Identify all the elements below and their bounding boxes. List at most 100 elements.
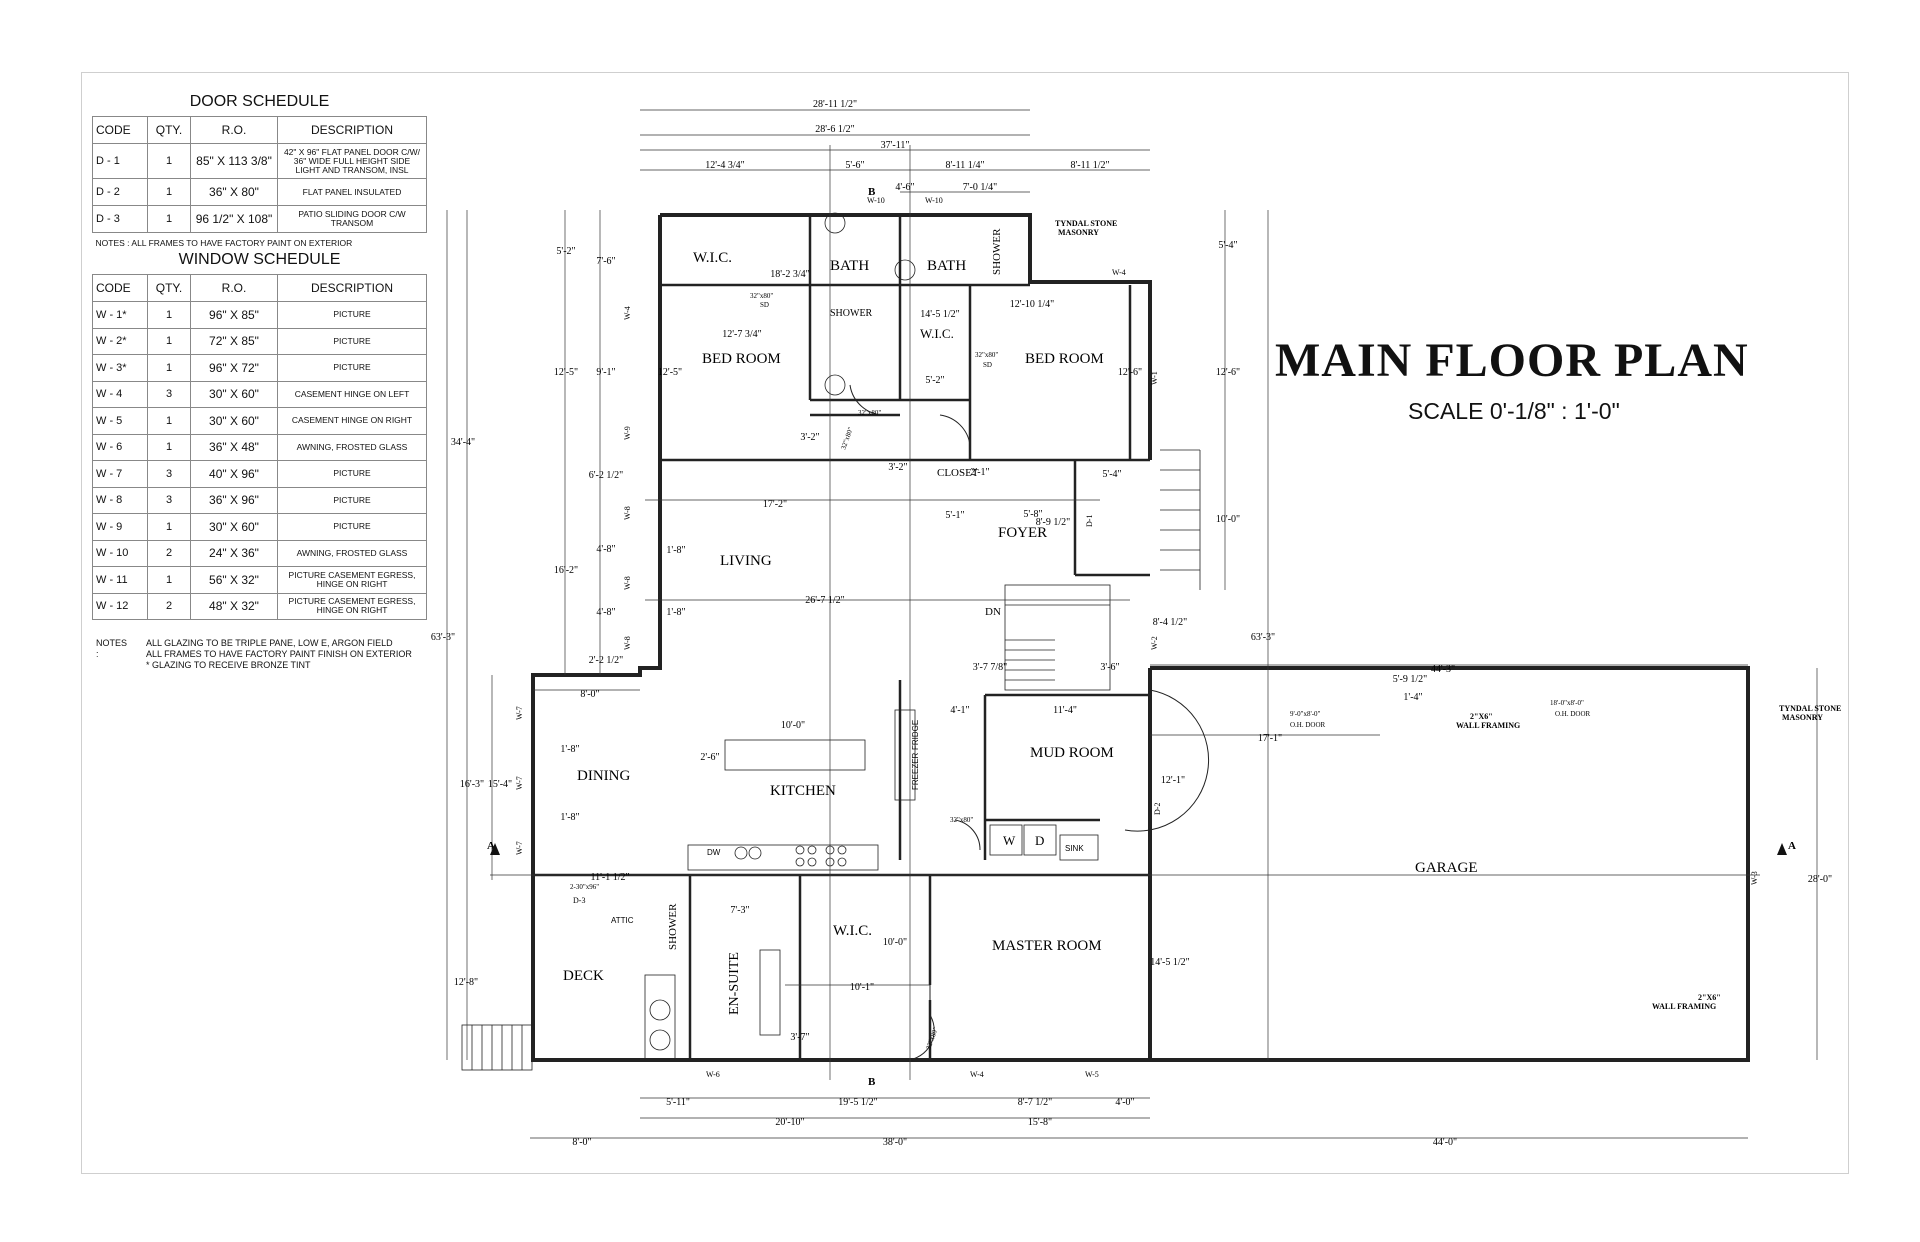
- col-description: DESCRIPTION: [277, 274, 427, 302]
- tag-w10b: W-10: [925, 196, 943, 205]
- dim-mud-3-6: 3'-6": [1100, 662, 1119, 673]
- dimension-text: 28'-11 1/2" 28'-6 1/2" 37'-11" 12'-4 3/4…: [431, 99, 1832, 1148]
- cell-ro: 40" X 96": [190, 460, 278, 488]
- dim-top-4d: 8'-11 1/2": [1070, 160, 1109, 171]
- dim-din-1-8a: 1'-8": [560, 744, 579, 755]
- room-shower-mid: SHOWER: [830, 308, 873, 319]
- cell-desc: FLAT PANEL INSULATED: [277, 178, 427, 206]
- room-wic-top: W.I.C.: [693, 250, 732, 266]
- appliance-dryer: D: [1035, 833, 1044, 848]
- cell-qty: 1: [147, 143, 191, 179]
- section-markers: A A B B: [487, 186, 1796, 1088]
- dim-wic-10-0: 10'-0": [883, 937, 907, 948]
- callout-tyndal-right-1: TYNDAL STONE: [1779, 704, 1841, 713]
- room-wic-mid: W.I.C.: [920, 326, 954, 341]
- dim-wic-14-5: 14'-5 1/2": [920, 309, 960, 320]
- dim-top-5b: 7'-0 1/4": [963, 182, 998, 193]
- section-b-top: B: [868, 186, 876, 198]
- cell-qty: 1: [147, 205, 191, 233]
- dim-3-2: 3'-2": [800, 432, 819, 443]
- table-row: D - 1 1 85" X 113 3/8" 42" X 96" FLAT PA…: [92, 143, 427, 179]
- cell-ro: 30" X 60": [190, 407, 278, 435]
- dim-1-8b: 1'-8": [666, 607, 685, 618]
- table-row: D - 2 1 36" X 80" FLAT PANEL INSULATED: [92, 178, 427, 206]
- callout-wall-framing-2a: 2"X6": [1698, 993, 1721, 1002]
- door-schedule-note: NOTES : ALL FRAMES TO HAVE FACTORY PAINT…: [95, 238, 353, 248]
- note-line: ALL GLAZING TO BE TRIPLE PANE, LOW E, AR…: [146, 638, 393, 648]
- callout-sd-right-a: 32"x80": [975, 351, 998, 359]
- dim-1-8a: 1'-8": [666, 545, 685, 556]
- callouts: TYNDAL STONE MASONRY TYNDAL STONE MASONR…: [1055, 219, 1841, 1011]
- cell-code: W - 8: [92, 486, 148, 514]
- cell-ro: 56" X 32": [190, 566, 278, 594]
- dim-b-44-0: 44'-0": [1433, 1137, 1457, 1148]
- notes-label: NOTES :: [96, 638, 128, 659]
- section-a-right: A: [1788, 840, 1796, 852]
- cell-desc: AWNING, FROSTED GLASS: [277, 433, 427, 461]
- dim-wic-10-1: 10'-1": [850, 982, 874, 993]
- dim-g-28-0: 28'-0": [1808, 874, 1832, 885]
- dim-top-4a: 12'-4 3/4": [705, 160, 745, 171]
- cell-qty: 1: [147, 433, 191, 461]
- col-description: DESCRIPTION: [277, 116, 427, 144]
- callout-tyndal-top-2: MASONRY: [1058, 228, 1099, 237]
- dim-ens-7-3: 7'-3": [730, 905, 749, 916]
- dim-b-38-0: 38'-0": [883, 1137, 907, 1148]
- drawing-sheet-border: [81, 72, 1849, 1174]
- dim-16-3: 16'-3": [460, 779, 484, 790]
- dim-top-5a: 4'-6": [895, 182, 914, 193]
- cell-ro: 72" X 85": [190, 327, 278, 355]
- dim-r-5-4: 5'-4": [1218, 240, 1237, 251]
- tag-w7b: W-7: [515, 776, 524, 790]
- callout-sd-right-b: SD: [983, 361, 992, 369]
- dim-mud-4-1: 4'-1": [950, 705, 969, 716]
- room-ensuite: EN-SUITE: [727, 952, 742, 1015]
- exterior-walls: [531, 213, 1750, 1062]
- col-ro: R.O.: [190, 116, 278, 144]
- dim-9-1: 9'-1": [596, 367, 615, 378]
- cell-desc: PICTURE: [277, 327, 427, 355]
- dim-12-5: 12'-5": [554, 367, 578, 378]
- dim-din-11-1: 11'-1 1/2": [590, 872, 629, 883]
- callout-sd-left-a: 32"x80": [750, 292, 773, 300]
- note-line: * GLAZING TO RECEIVE BRONZE TINT: [146, 660, 311, 670]
- dim-m-14-5: 14'-5 1/2": [1150, 957, 1190, 968]
- note-line: ALL FRAMES TO HAVE FACTORY PAINT FINISH …: [146, 649, 412, 659]
- dim-r-12-6: 12'-6": [1216, 367, 1240, 378]
- dim-4-8a: 4'-8": [596, 544, 615, 555]
- cell-code: D - 1: [92, 143, 148, 179]
- cell-ro: 24" X 36": [190, 539, 278, 567]
- dim-liv-17-2: 17'-2": [763, 499, 787, 510]
- room-wic-low: W.I.C.: [833, 923, 872, 939]
- tag-d2: D-2: [1153, 803, 1162, 815]
- dim-din-1-8b: 1'-8": [560, 812, 579, 823]
- cell-ro: 30" X 60": [190, 380, 278, 408]
- dim-ens-3-7: 3'-7": [790, 1032, 809, 1043]
- tag-w4c: W-4: [970, 1070, 984, 1079]
- door-schedule-title: DOOR SCHEDULE: [92, 88, 427, 117]
- dim-top-4b: 5'-6": [845, 160, 864, 171]
- tag-w6: W-6: [706, 1070, 720, 1079]
- dim-4-8b: 4'-8": [596, 607, 615, 618]
- dim-2-2: 2'-2 1/2": [589, 655, 624, 666]
- room-kitchen: KITCHEN: [770, 783, 836, 799]
- room-attic: ATTIC: [611, 916, 634, 925]
- tag-w8b: W-8: [623, 576, 632, 590]
- stair-down-label: DN: [985, 606, 1001, 618]
- cell-code: W - 5: [92, 407, 148, 435]
- dim-liv-26-7: 26'-7 1/2": [805, 595, 845, 606]
- room-bath-2: BATH: [927, 258, 966, 274]
- dim-top-3: 37'-11": [881, 140, 910, 151]
- appliance-freezer: FREEZER: [911, 752, 920, 790]
- dim-din-8-0: 8'-0": [580, 689, 599, 700]
- cell-ro: 85" X 113 3/8": [190, 143, 278, 179]
- callout-wall-framing-2b: WALL FRAMING: [1652, 1002, 1716, 1011]
- cell-desc: PICTURE CASEMENT EGRESS, HINGE ON RIGHT: [277, 566, 427, 594]
- cell-desc: CASEMENT HINGE ON LEFT: [277, 380, 427, 408]
